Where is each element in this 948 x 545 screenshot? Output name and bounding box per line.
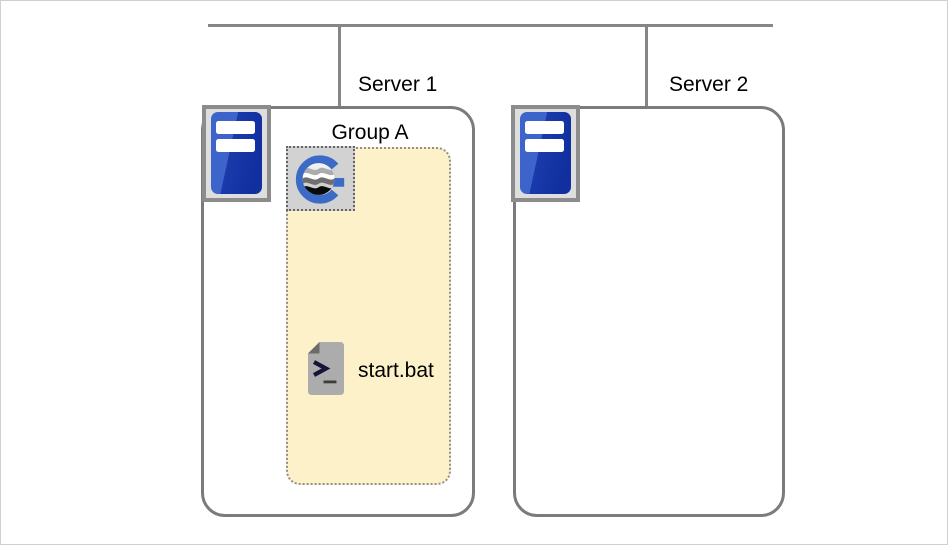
geneos-gateway-icon	[286, 146, 355, 211]
server-tower-icon	[511, 105, 580, 202]
group-a-label: Group A	[331, 121, 409, 144]
script-filename-label: start.bat	[358, 359, 434, 382]
batch-script-icon	[307, 341, 345, 396]
server-2-label: Server 2	[669, 73, 749, 96]
network-bus-line	[208, 24, 773, 27]
network-drop-line-1	[338, 24, 341, 107]
network-drop-line-2	[645, 24, 648, 107]
server-1-label: Server 1	[358, 73, 438, 96]
server-tower-icon	[202, 105, 271, 202]
